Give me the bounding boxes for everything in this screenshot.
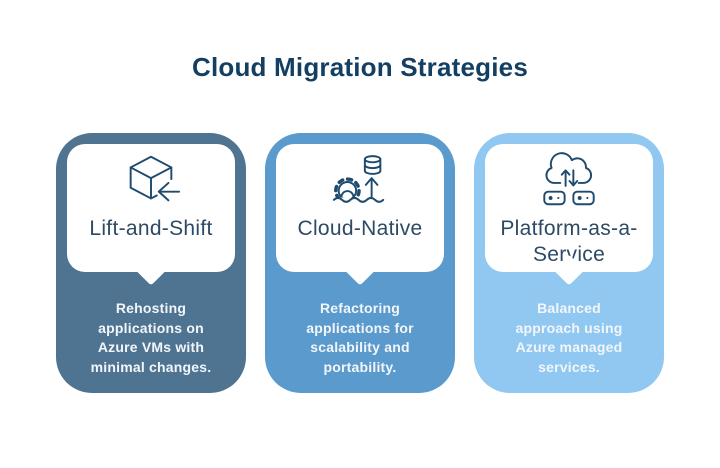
strategy-bubble: Lift-and-Shift (67, 144, 235, 286)
strategy-description: Refactoring applications for scalability… (306, 300, 414, 375)
page-title: Cloud Migration Strategies (191, 52, 528, 82)
strategy-description: Balanced approach using Azure managed se… (515, 300, 623, 375)
strategy-bubble: Cloud-Native (276, 144, 444, 286)
gear-database-icon (329, 150, 391, 212)
strategy-card-cloud-native: Cloud-Native Refactoring applications fo… (265, 133, 455, 393)
strategy-card-platform-as-a-service: Platform-as-a-Service Balanced approach … (474, 133, 664, 393)
cloud-sync-icon (538, 150, 600, 212)
bubble-tail (344, 254, 376, 286)
strategy-cards-row: Lift-and-Shift Rehosting applications on… (0, 133, 720, 393)
strategy-label: Lift-and-Shift (89, 217, 213, 240)
bubble-tail (135, 254, 167, 286)
strategy-label: Cloud-Native (297, 217, 423, 240)
cube-arrow-icon (120, 150, 182, 212)
strategy-description: Rehosting applications on Azure VMs with… (90, 300, 212, 375)
strategy-card-lift-and-shift: Lift-and-Shift Rehosting applications on… (56, 133, 246, 393)
strategy-bubble: Platform-as-a-Service (485, 144, 653, 286)
